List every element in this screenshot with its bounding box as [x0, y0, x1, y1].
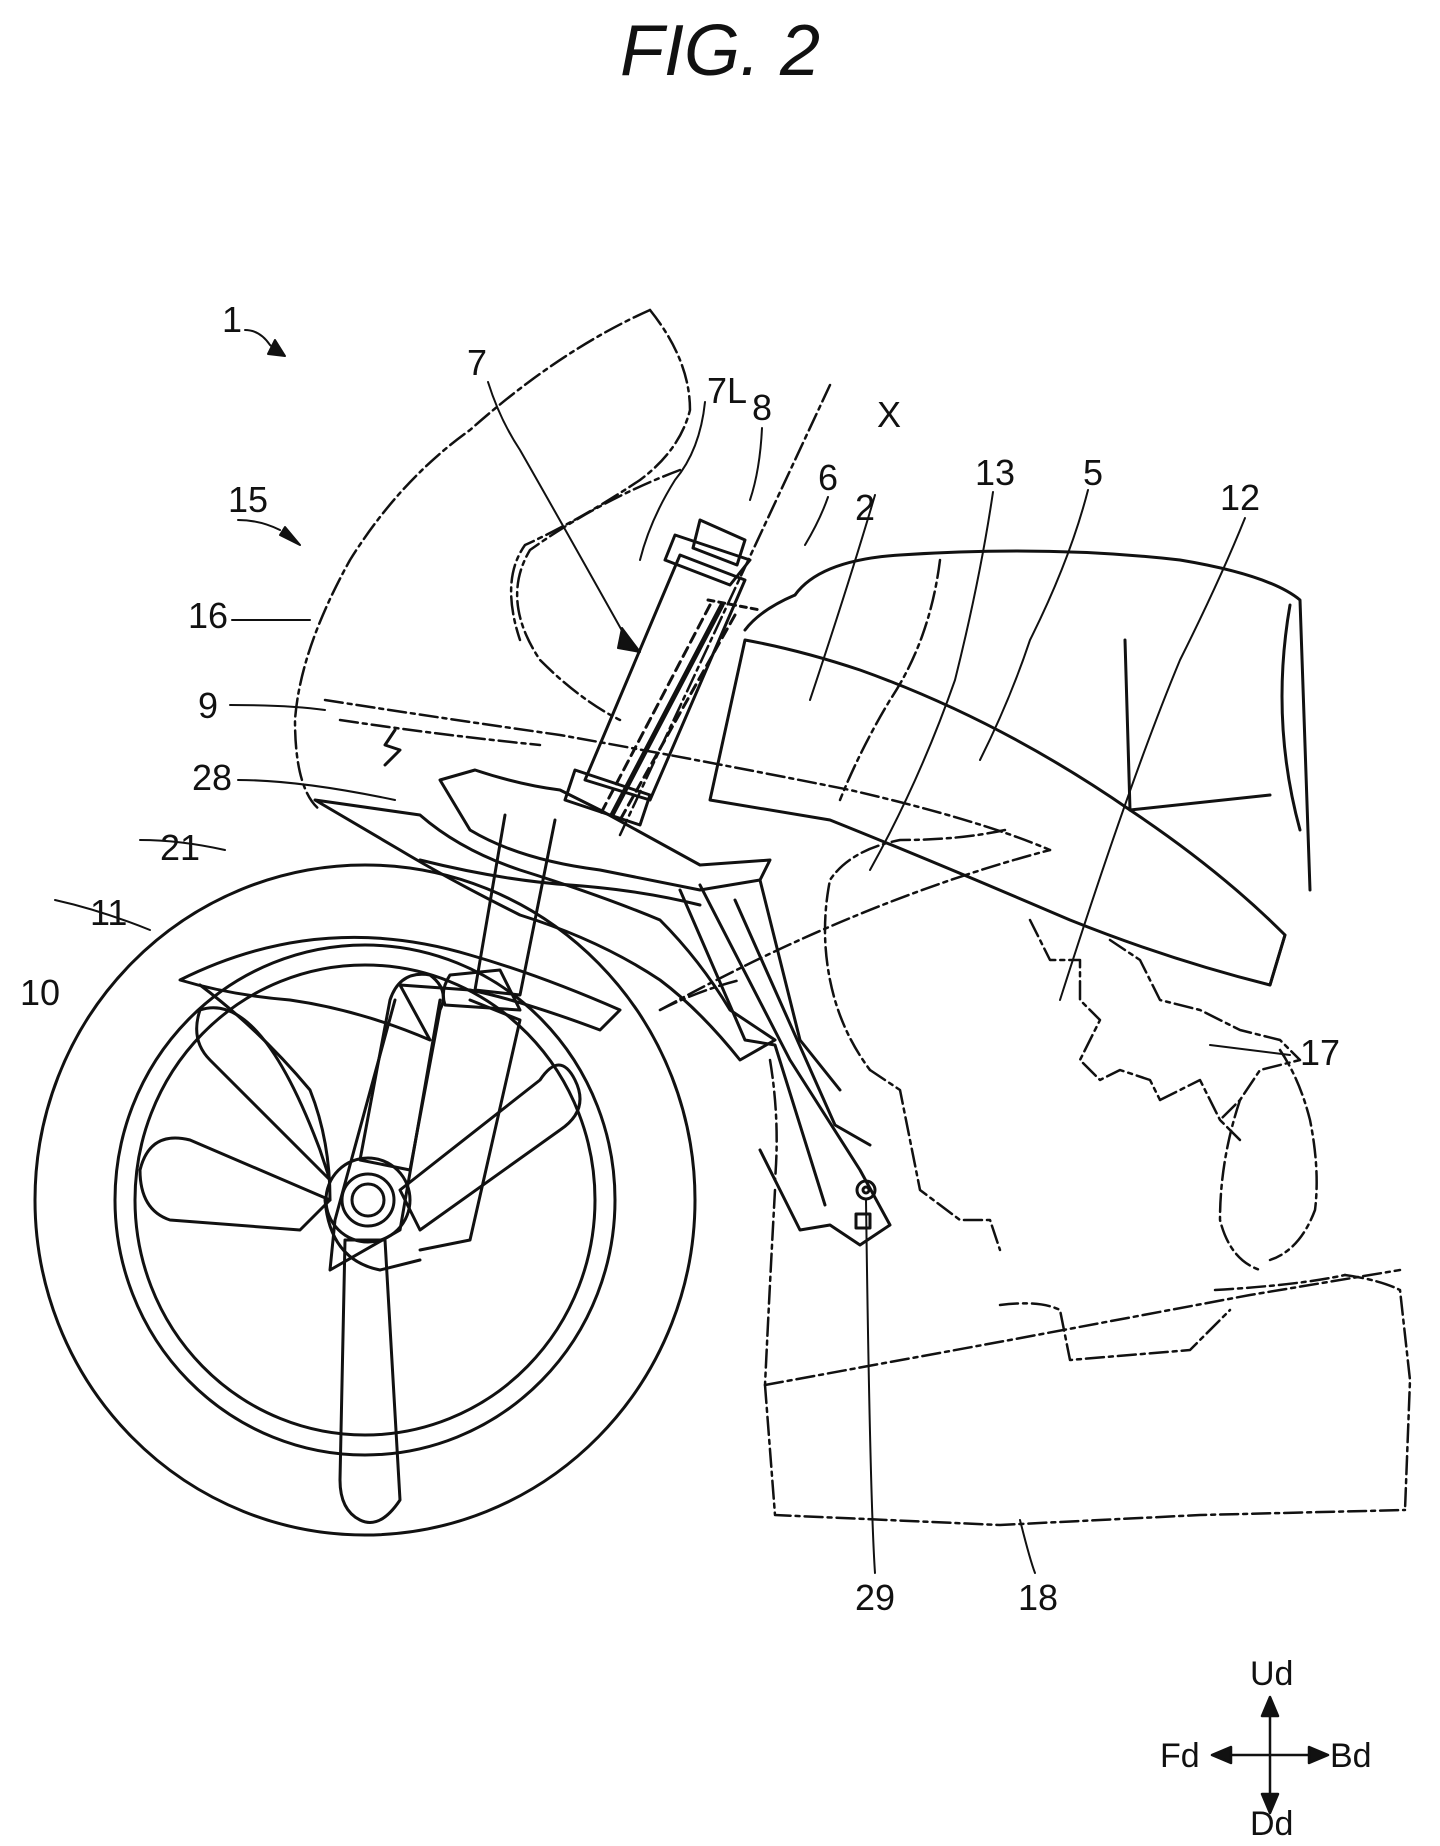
front-fork	[323, 813, 557, 1272]
label-6: 6	[818, 457, 838, 498]
front-cowl	[293, 308, 1052, 852]
label-21: 21	[160, 827, 200, 868]
label-1: 1	[222, 299, 242, 340]
fuel-tank	[743, 549, 1312, 892]
front-fender	[178, 935, 622, 1202]
label-7: 7	[467, 342, 487, 383]
inner-fender-panel	[313, 728, 892, 1247]
label-7L: 7L	[707, 370, 747, 411]
label-11: 11	[90, 892, 127, 933]
label-9: 9	[198, 685, 218, 726]
steering-head	[563, 383, 832, 837]
reference-numerals: 1 7 7L 8 X 6 2 13 5 12 15 16 9 28 21 11 …	[20, 299, 1372, 1843]
label-8: 8	[752, 387, 772, 428]
leader-lines	[54, 329, 1291, 1574]
label-28: 28	[192, 757, 232, 798]
label-16: 16	[188, 595, 228, 636]
front-wheel	[33, 863, 697, 1537]
label-15: 15	[228, 479, 268, 520]
label-18: 18	[1018, 1577, 1058, 1618]
under-cowl	[763, 1188, 1412, 1527]
label-10: 10	[20, 972, 60, 1013]
direction-back-label: Bd	[1330, 1737, 1372, 1775]
label-12: 12	[1220, 477, 1260, 518]
label-29: 29	[855, 1577, 895, 1618]
side-cowl	[658, 558, 1318, 1272]
label-13: 13	[975, 452, 1015, 493]
label-X: X	[877, 394, 901, 435]
main-frame	[708, 638, 1287, 987]
label-5: 5	[1083, 452, 1103, 493]
direction-arrows	[1210, 1695, 1330, 1815]
figure-title: FIG. 2	[619, 11, 821, 91]
direction-up-label: Ud	[1250, 1655, 1293, 1693]
label-17: 17	[1300, 1032, 1340, 1073]
direction-front-label: Fd	[1160, 1737, 1200, 1775]
label-2: 2	[855, 487, 875, 528]
direction-down-label: Dd	[1250, 1805, 1293, 1841]
